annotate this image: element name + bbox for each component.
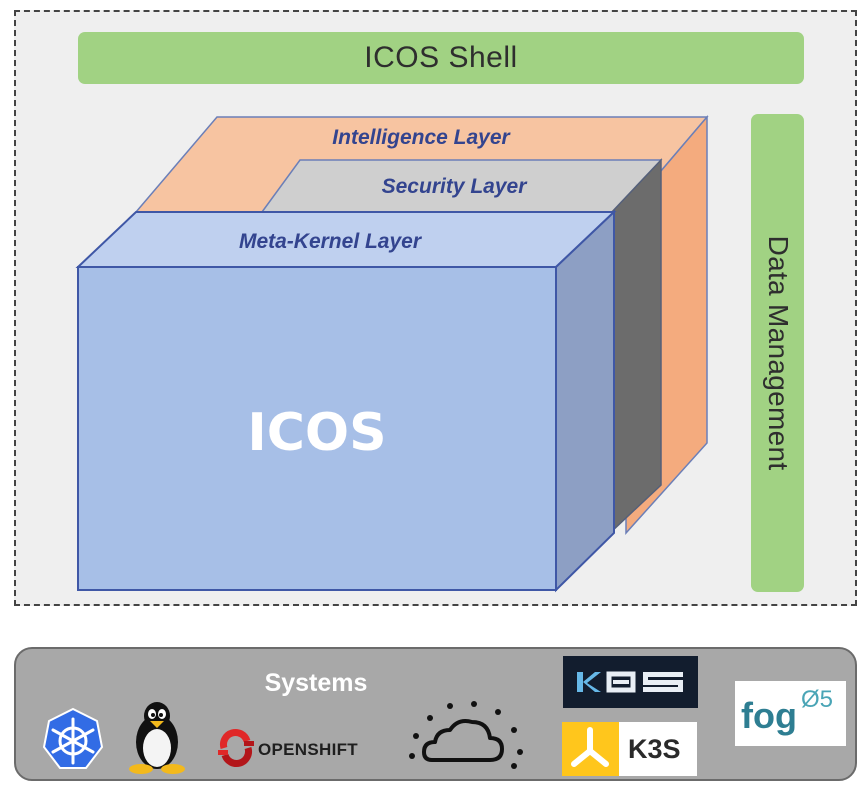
- linux-tux-icon: [129, 702, 185, 774]
- meta-kernel-layer: Meta-Kernel Layer ICOS: [75, 209, 617, 593]
- k3s-label: K3S: [628, 734, 681, 764]
- fog05-logo: fog Ø5: [735, 681, 846, 746]
- intelligence-layer-label: Intelligence Layer: [332, 126, 511, 149]
- fog05-wordmark-icon: fog Ø5: [741, 686, 833, 736]
- meta-kernel-layer-label: Meta-Kernel Layer: [239, 230, 423, 253]
- k0s-logo: [563, 656, 698, 708]
- icos-shell-bar: ICOS Shell: [78, 32, 804, 84]
- openshift-label: OPENSHIFT: [258, 740, 358, 759]
- kubernetes-icon: [42, 707, 104, 769]
- fog-superscript: Ø5: [801, 686, 833, 713]
- systems-title: Systems: [264, 669, 368, 697]
- k3s-mark-icon: [571, 727, 609, 767]
- icos-core-label: ICOS: [247, 403, 386, 463]
- k3s-mark: [562, 722, 619, 776]
- fog-text: fog: [741, 695, 797, 736]
- k3s-logo: K3S: [562, 722, 697, 776]
- openshift-icon: [218, 729, 254, 767]
- cloud-icon: [409, 701, 523, 769]
- layer-stack: Intelligence Layer Security Layer Meta-K…: [75, 114, 709, 593]
- data-management-bar: Data Management: [751, 114, 804, 592]
- security-layer-label: Security Layer: [382, 175, 529, 198]
- icos-shell-label: ICOS Shell: [364, 41, 518, 74]
- k0s-wordmark-icon: [577, 671, 683, 693]
